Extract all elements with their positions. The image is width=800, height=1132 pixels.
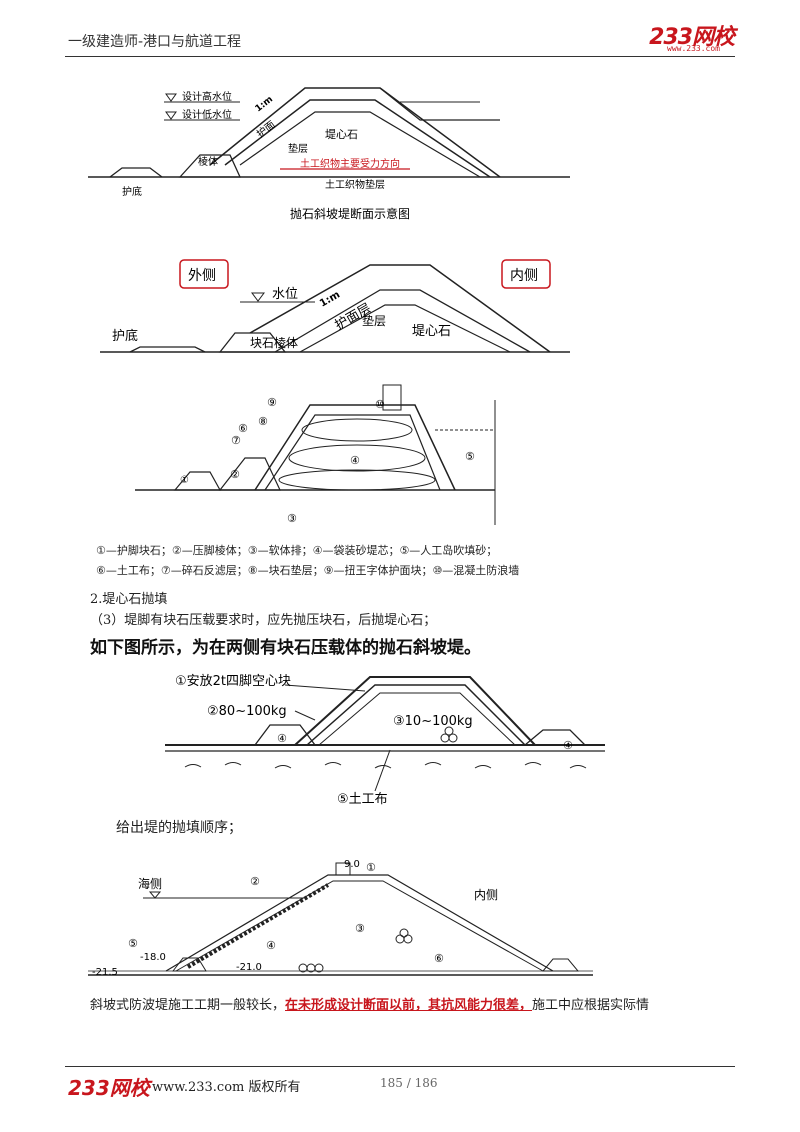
label-cushion: 垫层	[288, 142, 308, 155]
fig5-marker-5: ⑤	[128, 937, 138, 950]
marker-5: ⑤	[465, 450, 475, 463]
label-toe-level: -18.0	[140, 952, 166, 963]
fig4-label-3: ③10~100kg	[393, 714, 473, 729]
section-item-3: （3）堤脚有块石压载要求时，应先抛压块石，后抛堤心石；	[90, 613, 437, 628]
label-inner-side: 内侧	[510, 268, 538, 284]
marker-10: ⑩	[375, 398, 385, 411]
fill-order-text: 给出堤的抛填顺序；	[116, 820, 242, 836]
label-apron: 护底	[122, 185, 142, 198]
fig5-marker-4: ④	[266, 939, 276, 952]
figure-sandbag-section: ① ② ③ ④ ⑤ ⑥ ⑦ ⑧ ⑨ ⑩	[135, 384, 496, 525]
fig4-label-4-right: ④	[563, 739, 573, 752]
label-apron-2: 护底	[112, 328, 138, 344]
figure-intro-text: 如下图所示，为在两侧有块石压载体的抛石斜坡堤。	[90, 638, 481, 658]
bottom-text-emphasis: 在未形成设计断面以前，其抗风能力很差，	[285, 998, 533, 1013]
marker-7: ⑦	[231, 434, 241, 447]
marker-4: ④	[350, 454, 360, 467]
label-bed-mid: -21.0	[236, 962, 262, 973]
label-sea-side: 海侧	[138, 876, 162, 891]
footer-logo[interactable]: 233网校	[68, 1076, 150, 1100]
marker-9: ⑨	[267, 396, 277, 409]
fig5-marker-6: ⑥	[434, 952, 444, 965]
section-heading: 2.堤心石抛填	[90, 592, 168, 607]
marker-6: ⑥	[238, 422, 248, 435]
fig5-marker-1: ①	[366, 861, 376, 874]
marker-2: ②	[230, 468, 240, 481]
label-low-water: 设计低水位	[182, 108, 232, 121]
legend-line-2: ⑥—土工布；⑦—碎石反滤层；⑧—块石垫层；⑨—扭王字体护面块；⑩—混凝土防浪墙	[96, 564, 520, 577]
bottom-text-pre: 斜坡式防波堤施工工期一般较长，	[90, 998, 286, 1013]
fig4-label-1: ①安放2t四脚空心块	[175, 673, 291, 689]
fig5-marker-2: ②	[250, 875, 260, 888]
label-high-water: 设计高水位	[182, 90, 232, 103]
label-inner-side-5: 内侧	[474, 888, 498, 902]
label-core: 堤心石	[325, 128, 358, 141]
label-stone-prism: 块石棱体	[250, 335, 298, 350]
brand-logo-url: www.233.com	[667, 44, 720, 53]
bottom-text-post: 施工中应根据实际情	[532, 998, 650, 1013]
marker-3: ③	[287, 512, 297, 525]
fig4-label-2: ②80~100kg	[207, 704, 287, 719]
footer-rule	[65, 1066, 735, 1067]
label-crest-level: 9.0	[344, 859, 360, 870]
figure-breakwater-section-2: 外侧 内侧 水位 1:m 护面层 垫层 堤心石 块石棱体 护底	[100, 259, 570, 353]
label-geotextile: 土工织物垫层	[325, 178, 385, 191]
bottom-paragraph: 斜坡式防波堤施工工期一般较长，在未形成设计断面以前，其抗风能力很差，施工中应根据…	[90, 994, 649, 1013]
label-outer-side: 外侧	[188, 268, 216, 284]
label-core-2: 堤心石	[412, 324, 451, 339]
brand-logo[interactable]: 233网校	[649, 25, 735, 50]
fig4-label-4-left: ④	[277, 732, 287, 745]
label-water-level: 水位	[272, 287, 298, 302]
label-bed-left: -21.5	[92, 967, 118, 978]
label-cushion-2: 垫层	[362, 313, 386, 328]
page-number: 185 / 186	[380, 1076, 438, 1090]
figure-fill-order: 海侧 内侧 9.0 -18.0 -21.5 -21.0 ① ② ③ ④ ⑤ ⑥	[88, 859, 593, 978]
header-rule	[65, 56, 735, 57]
footer-copyright: www.233.com 版权所有	[152, 1080, 301, 1095]
marker-1: ①	[180, 475, 189, 486]
figure-breakwater-section-1: 设计高水位 设计低水位 1:m 护面 堤心石 棱体 垫层 土工织物主要受力方向 …	[88, 87, 570, 221]
header-title: 一级建造师-港口与航道工程	[68, 34, 242, 50]
fig4-label-5: ⑤土工布	[337, 792, 388, 807]
label-slope: 1:m	[254, 95, 275, 115]
label-toe: 棱体	[198, 155, 218, 168]
marker-8: ⑧	[258, 415, 268, 428]
label-geotextile-direction: 土工织物主要受力方向	[300, 157, 400, 170]
legend-line-1: ①—护脚块石；②—压脚棱体；③—软体排；④—袋装砂堤芯；⑤—人工岛吹填砂；	[96, 544, 498, 557]
figure1-caption: 抛石斜坡堤断面示意图	[290, 206, 410, 221]
fig5-marker-3: ③	[355, 922, 365, 935]
label-armor: 护面	[254, 118, 278, 141]
figure-ballast-breakwater: ①安放2t四脚空心块 ②80~100kg ③10~100kg ④ ④ ⑤土工布	[165, 673, 605, 807]
